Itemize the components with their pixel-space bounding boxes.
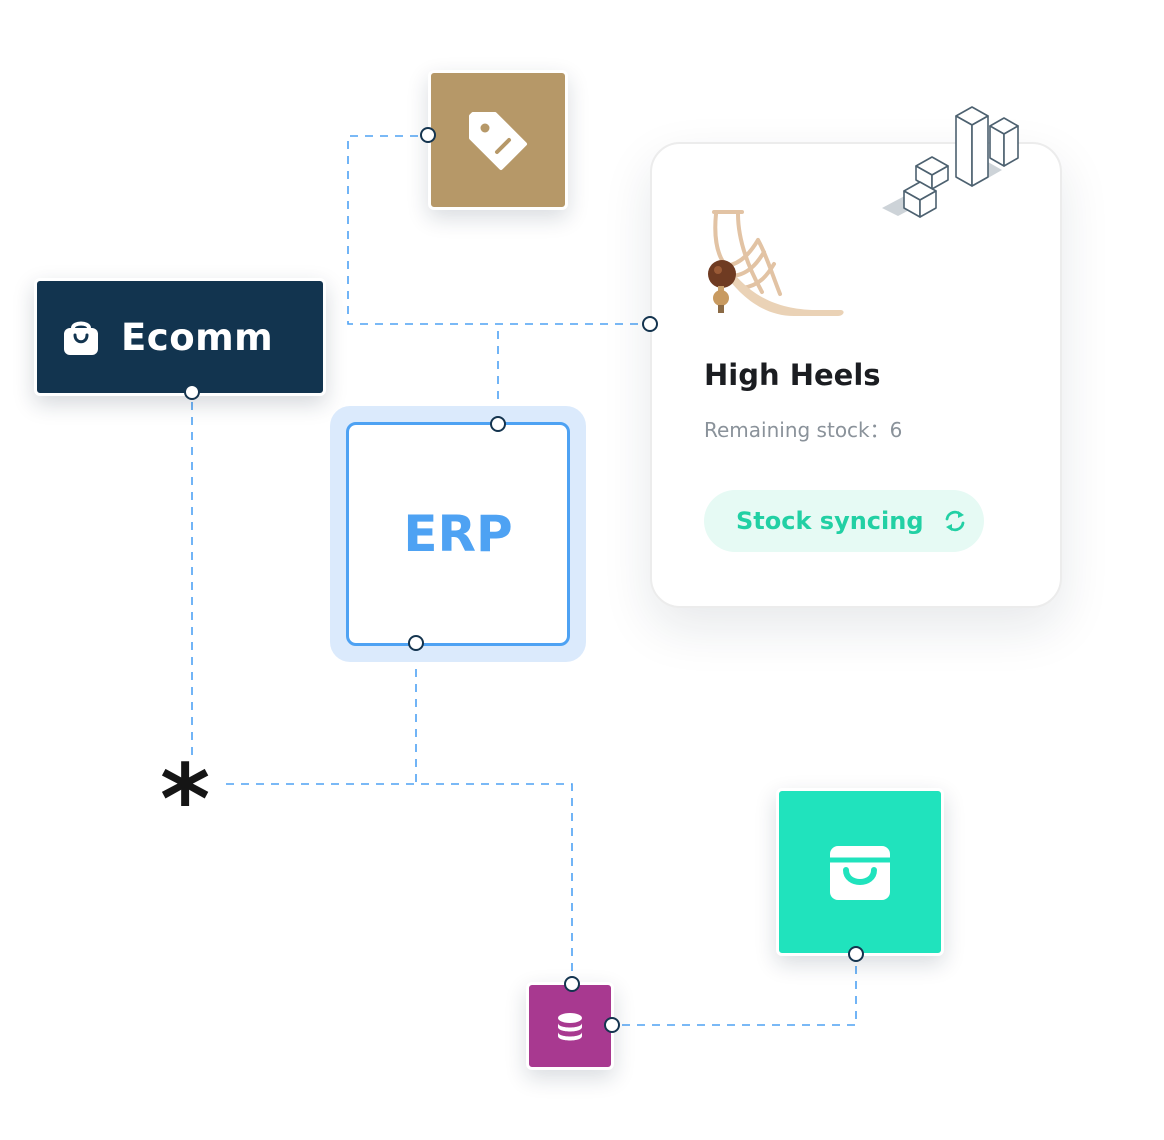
wire-tag-to-card xyxy=(347,135,640,325)
stock-row: Remaining stock：6 xyxy=(704,414,902,443)
high-heel-sandal xyxy=(708,210,844,316)
product-card-port[interactable] xyxy=(642,316,658,332)
stock-sync-label: Stock syncing xyxy=(736,507,924,535)
shop-node[interactable] xyxy=(776,788,944,956)
price-tag-node[interactable] xyxy=(428,70,568,210)
erp-bottom-port[interactable] xyxy=(408,635,424,651)
price-tag-icon xyxy=(469,112,527,170)
stock-value: 6 xyxy=(889,418,903,442)
stock-sync-badge[interactable]: Stock syncing xyxy=(704,490,984,552)
ecomm-port[interactable] xyxy=(184,384,200,400)
database-node[interactable] xyxy=(526,982,614,1070)
shop-port[interactable] xyxy=(848,946,864,962)
erp-node[interactable]: ERP xyxy=(346,422,570,646)
ecomm-label: Ecomm xyxy=(121,315,274,359)
shopping-bag-icon xyxy=(64,321,98,355)
erp-label: ERP xyxy=(403,505,513,563)
sync-icon xyxy=(942,508,968,534)
junction-asterisk: * xyxy=(160,744,211,856)
database-top-port[interactable] xyxy=(564,976,580,992)
shop-basket-icon xyxy=(830,846,890,900)
wire-junction-right xyxy=(226,783,573,974)
stock-label: Remaining stock： xyxy=(704,418,890,442)
tag-port[interactable] xyxy=(420,127,436,143)
wire-db-to-shop xyxy=(622,964,857,1026)
database-icon xyxy=(558,1013,582,1041)
database-right-port[interactable] xyxy=(604,1017,620,1033)
erp-top-port[interactable] xyxy=(490,416,506,432)
ecomm-node[interactable]: Ecomm xyxy=(34,278,326,396)
isometric-boxes-icon xyxy=(882,106,1019,218)
product-name: High Heels xyxy=(704,358,881,392)
